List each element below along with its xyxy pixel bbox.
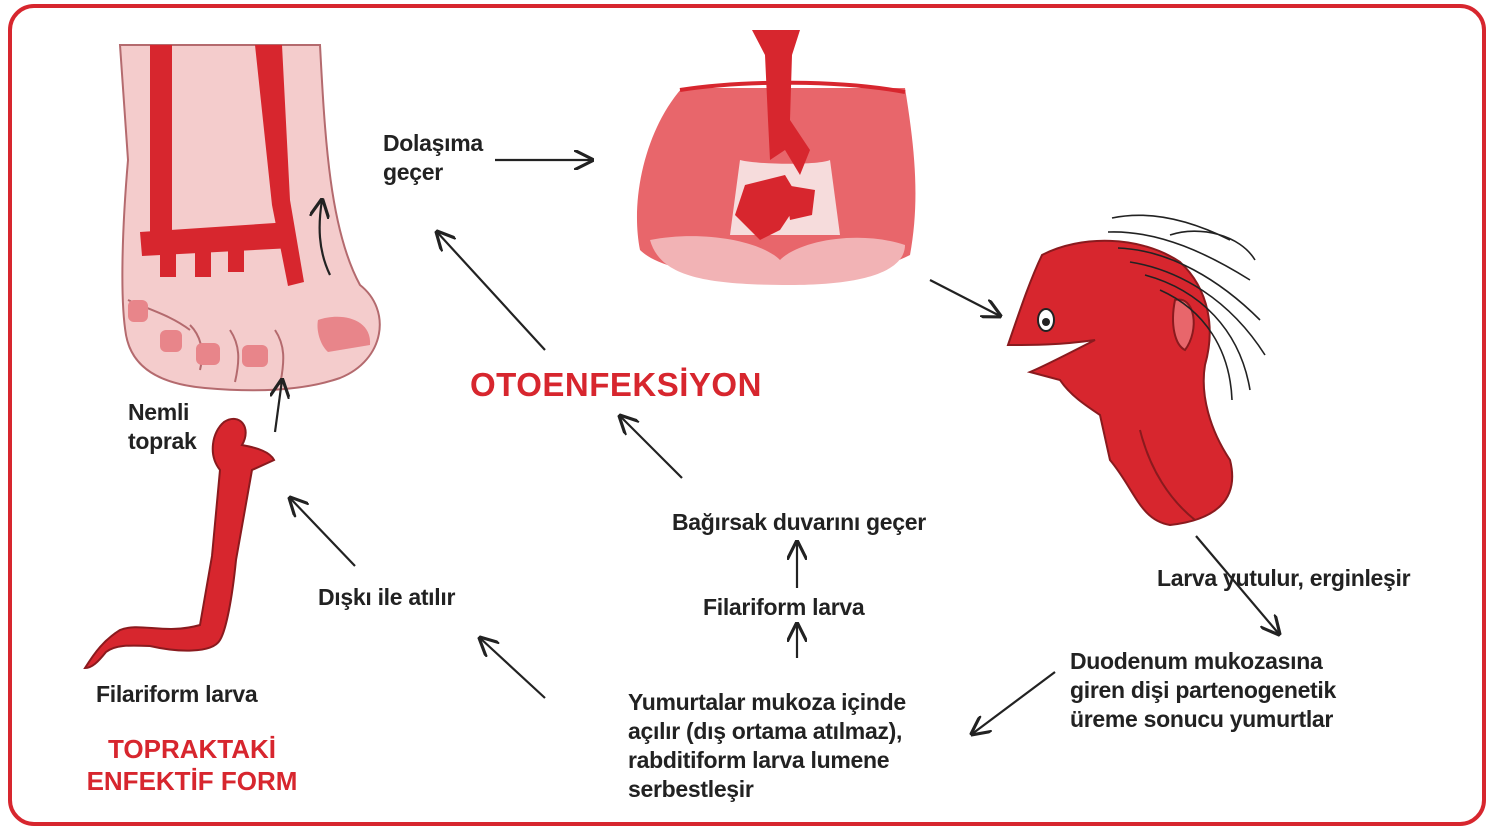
arrow-oto-to-circulation — [437, 232, 545, 350]
label-duodenum: Duodenum mukozasına giren dişi partenoge… — [1070, 647, 1336, 734]
label-duodenum-line3: üreme sonucu yumurtlar — [1070, 705, 1336, 734]
title-otoenfeksiyon: OTOENFEKSİYON — [470, 366, 762, 404]
label-eggs-line4: serbestleşir — [628, 775, 906, 804]
label-duodenum-line2: giren dişi partenogenetik — [1070, 676, 1336, 705]
label-eggs: Yumurtalar mukoza içinde açılır (dış ort… — [628, 688, 906, 804]
arrow-excreted-to-larva — [290, 498, 355, 566]
arrow-eggs-to-excreted — [480, 638, 545, 698]
label-moist-soil: Nemli toprak — [128, 398, 197, 456]
label-circulation-line1: Dolaşıma — [383, 129, 483, 158]
label-circulation-line2: geçer — [383, 158, 483, 187]
label-intestine-wall: Bağırsak duvarını geçer — [672, 508, 926, 537]
label-moist-soil-line2: toprak — [128, 427, 197, 456]
arrow-duodenum-to-eggs — [972, 672, 1055, 734]
label-swallowed: Larva yutulur, erginleşir — [1157, 564, 1410, 593]
label-eggs-line2: açılır (dış ortama atılmaz), — [628, 717, 906, 746]
arrow-lungs-to-head — [930, 280, 1000, 316]
label-filariform-center: Filariform larva — [703, 593, 864, 622]
label-eggs-line1: Yumurtalar mukoza içinde — [628, 688, 906, 717]
title-infective-form: TOPRAKTAKİ ENFEKTİF FORM — [72, 733, 312, 797]
title-infective-form-line2: ENFEKTİF FORM — [72, 765, 312, 797]
foot-illustration — [120, 45, 380, 390]
title-infective-form-line1: TOPRAKTAKİ — [72, 733, 312, 765]
label-excreted: Dışkı ile atılır — [318, 583, 455, 612]
label-duodenum-line1: Duodenum mukozasına — [1070, 647, 1336, 676]
label-circulation: Dolaşıma geçer — [383, 129, 483, 187]
label-eggs-line3: rabditiform larva lumene — [628, 746, 906, 775]
filariform-larva-illustration — [85, 419, 274, 668]
label-moist-soil-line1: Nemli — [128, 398, 197, 427]
lungs-illustration — [637, 30, 915, 285]
label-filariform-left: Filariform larva — [96, 680, 257, 709]
arrow-intestine-to-oto — [620, 416, 682, 478]
head-illustration — [1008, 215, 1265, 525]
